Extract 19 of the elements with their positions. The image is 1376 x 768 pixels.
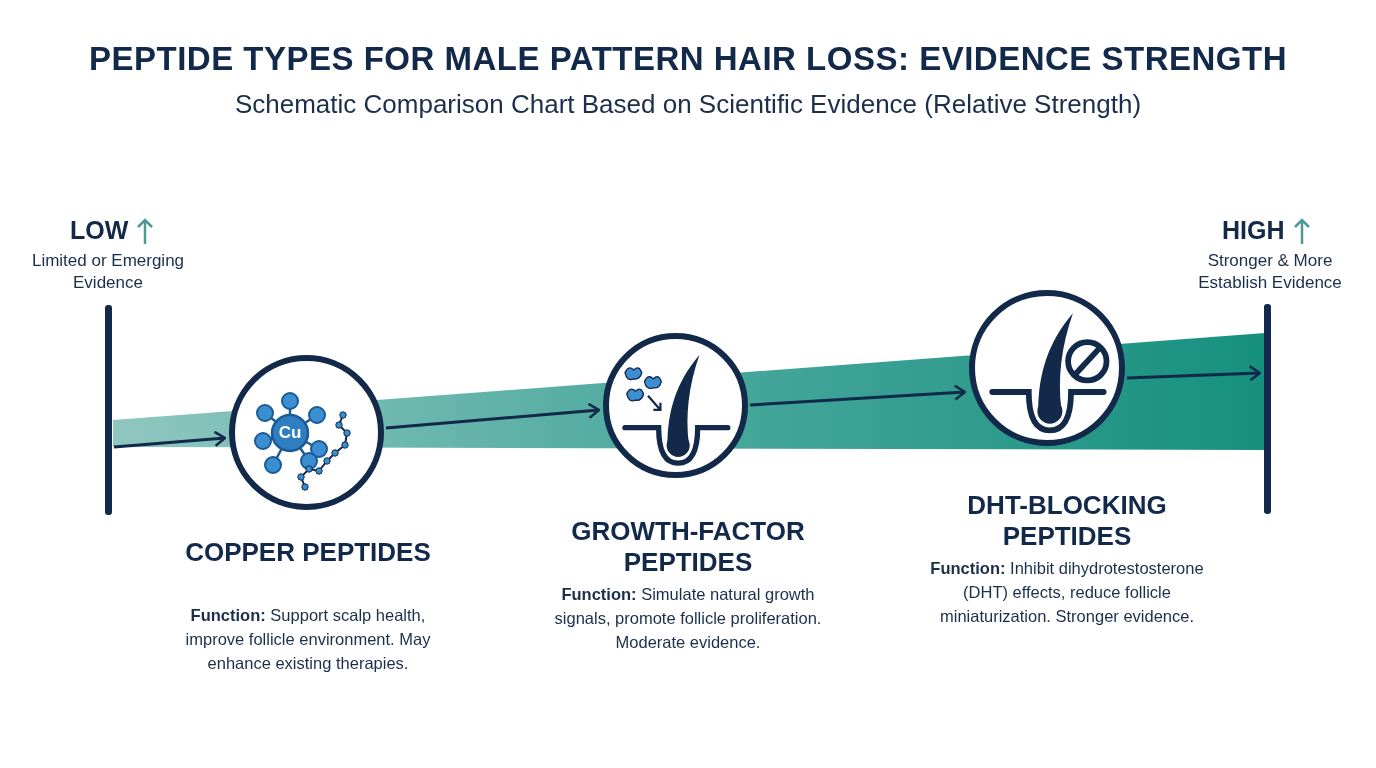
level-label: HIGH: [1222, 216, 1285, 245]
arrow: [113, 430, 227, 449]
level-label: LOW: [70, 216, 129, 245]
function-description: Function: Support scalp health, improve follicle environment. May enhance existing therapies.: [184, 605, 432, 674]
title: PEPTIDE TYPES FOR MALE PATTERN HAIR LOSS: EVIDENCE STRENGTH: [87, 40, 1288, 78]
arrow: [1126, 365, 1262, 382]
peptide-name: COPPER PEPTIDES: [184, 537, 432, 568]
function-description: Function: Inhibit dihydrotestosterone (DHT) effects, reduce follicle miniaturization. Stronger evidence.: [929, 558, 1205, 627]
peptide-name: GROWTH-FACTOR PEPTIDES: [570, 516, 806, 578]
scale-bar: [1264, 304, 1271, 514]
level-description: Stronger & More Establish Evidence: [1197, 250, 1343, 294]
function-description: Function: Simulate natural growth signals, promote follicle proliferation. Moderate evidence.: [553, 584, 823, 653]
arrow: [749, 384, 967, 407]
level-description: Limited or Emerging Evidence: [30, 250, 186, 294]
arrow: [385, 402, 601, 430]
element-symbol: Cu: [277, 423, 303, 443]
peptide-name: DHT-BLOCKING PEPTIDES: [966, 490, 1168, 552]
subtitle: Schematic Comparison Chart Based on Scientific Evidence (Relative Strength): [233, 89, 1143, 120]
scale-bar: [105, 305, 112, 515]
